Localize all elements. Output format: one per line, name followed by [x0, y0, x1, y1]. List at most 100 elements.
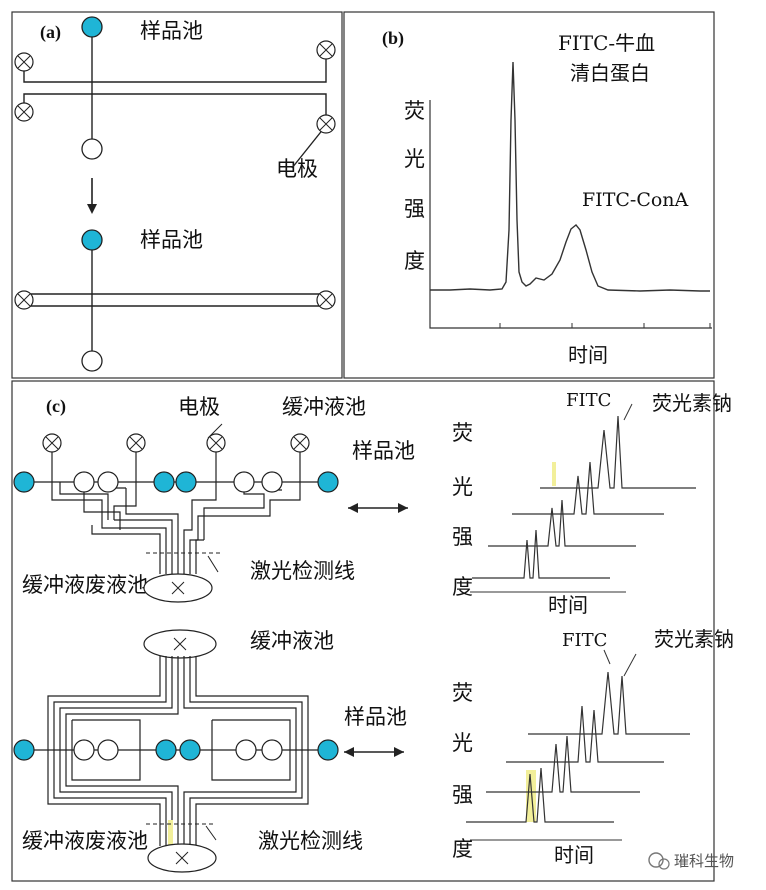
waste-pool-label-bottom: 缓冲液废液池: [22, 829, 148, 853]
close-icon: [171, 581, 185, 595]
detect-line-label-top: 激光检测线: [250, 559, 355, 583]
ylabel-char: 荧: [404, 99, 425, 123]
buffer-pool-circle: [97, 471, 119, 493]
electrode-label-c: 电极: [178, 395, 220, 419]
sample-pool-label-c-bottom: 样品池: [344, 705, 407, 729]
down-arrow-icon: [87, 178, 97, 214]
sample-pool-circle: [317, 471, 339, 493]
xlabel-bottom: 时间: [554, 843, 594, 867]
panel-a-frame: [11, 11, 343, 379]
channel-line: [23, 93, 327, 124]
wechat-icon-2: [658, 858, 670, 870]
electrode-x-icon: [126, 433, 146, 453]
channel-network-bottom: [20, 656, 332, 846]
ylabel-char: 光: [452, 731, 473, 755]
electrode-x-icon: [206, 433, 226, 453]
label-pointer: [623, 653, 637, 677]
buffer-pool-label-bottom: 缓冲液池: [250, 629, 334, 653]
detect-line-label-bottom: 激光检测线: [258, 829, 363, 853]
electrode-x-icon: [290, 433, 310, 453]
peak2-label: FITC-ConA: [582, 189, 689, 211]
trace: [472, 529, 610, 579]
chip-c-top: 电极 缓冲液池 样品池 缓冲液废液池 激光检测线: [13, 395, 415, 603]
sample-pool-circle: [81, 16, 103, 38]
electrode-label-a: 电极: [276, 157, 318, 181]
buffer-pool-label-top: 缓冲液池: [282, 395, 366, 419]
sample-pool-circle: [81, 229, 103, 251]
electrode-x-icon: [42, 433, 62, 453]
fitc-label-top: FITC: [566, 390, 611, 411]
detect-line-pointer: [205, 825, 217, 841]
waste-pool-circle: [81, 350, 103, 372]
electrode-x-icon: [316, 114, 336, 134]
panel-b-frame: [343, 11, 715, 379]
sample-pool-circle: [13, 471, 35, 493]
buffer-pool-circle: [97, 739, 119, 761]
buffer-pool-circle: [73, 739, 95, 761]
ylabel-char: 度: [452, 575, 473, 599]
panel-c: (c) 电极 缓冲液池 样品池 缓冲液废液池 激光检测线: [11, 380, 734, 882]
fluorescein-label-top: 荧光素钠: [652, 391, 732, 415]
trace: [512, 461, 664, 515]
buffer-pool-circle: [261, 471, 283, 493]
detect-line-pointer: [207, 555, 219, 573]
panel-b-tag: (b): [382, 28, 404, 49]
ylabel-char: 强: [452, 783, 473, 807]
chip-a-top: [23, 28, 327, 169]
waste-pool-label-top: 缓冲液废液池: [22, 573, 148, 597]
highlight-band: [168, 820, 173, 846]
highlight-band: [552, 462, 556, 486]
panel-a-tag: (a): [40, 22, 61, 43]
ylabel-char: 光: [452, 475, 473, 499]
fluorescein-label-bottom: 荧光素钠: [654, 627, 734, 651]
electrode-x-icon: [14, 102, 34, 122]
sample-pool-circle: [153, 471, 175, 493]
trace: [466, 767, 614, 823]
electropherogram-trace: [430, 61, 710, 292]
ylabel-char: 光: [404, 147, 425, 171]
chip-a-bottom: [24, 240, 326, 360]
buffer-pool-circle: [261, 739, 283, 761]
panel-b: (b) FITC-牛血 清白蛋白 FITC-ConA 荧 光 强 度 时间: [343, 11, 715, 379]
sample-pool-circle: [175, 471, 197, 493]
trace: [506, 705, 664, 763]
buffer-pool-circle: [73, 471, 95, 493]
panel-c-tag: (c): [46, 396, 66, 417]
axes: [429, 100, 712, 329]
ylabel-char: 度: [452, 837, 473, 861]
label-pointer: [603, 649, 611, 665]
channel-line: [23, 50, 327, 83]
trace: [528, 671, 690, 735]
buffer-pool-circle: [233, 471, 255, 493]
electrode-x-icon: [316, 290, 336, 310]
label-pointer: [623, 403, 633, 421]
waste-pool-circle: [81, 138, 103, 160]
double-arrow-icon: [348, 503, 408, 513]
peak1-label-line2: 清白蛋白: [570, 61, 650, 85]
electrode-x-icon: [316, 40, 336, 60]
ylabel-char: 强: [404, 197, 425, 221]
sample-pool-label-c-top: 样品池: [352, 439, 415, 463]
ylabel-char: 荧: [452, 681, 473, 705]
x-ticks: [499, 323, 711, 328]
electrode-x-icon: [14, 290, 34, 310]
fitc-label-bottom: FITC: [562, 630, 607, 651]
trace: [540, 415, 696, 489]
buffer-pool-circle: [235, 739, 257, 761]
stacked-traces-bottom: FITC 荧光素钠 荧 光 强 度 时间: [452, 627, 734, 867]
ylabel-char: 度: [404, 249, 425, 273]
close-icon: [173, 637, 187, 651]
stacked-traces-top: FITC 荧光素钠 荧 光 强 度 时间: [452, 390, 732, 617]
electrode-pointer: [291, 127, 325, 169]
watermark-text: 璀科生物: [674, 852, 734, 870]
double-arrow-icon: [344, 747, 404, 757]
sample-pool-label-1: 样品池: [140, 19, 203, 43]
xlabel: 时间: [568, 343, 608, 367]
xlabel-top: 时间: [548, 593, 588, 617]
panel-a: (a) 样品池 样品池 电极: [11, 11, 343, 379]
sample-pool-circle: [317, 739, 339, 761]
ylabel-char: 荧: [452, 421, 473, 445]
spacer: [513, 40, 550, 62]
trace: [486, 735, 640, 793]
